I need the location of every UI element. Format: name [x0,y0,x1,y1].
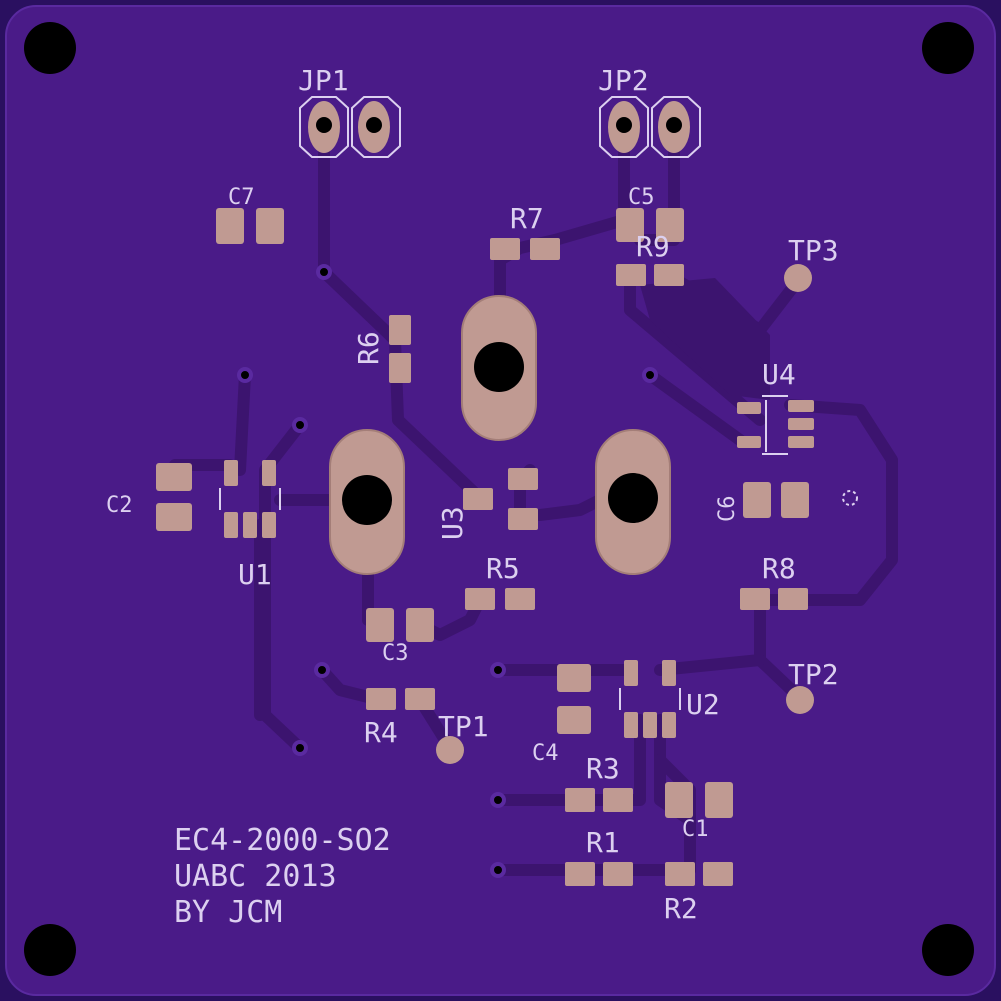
label-c6: C6 [715,496,740,523]
tp3-pad [784,264,812,292]
label-r9: R9 [636,230,670,263]
label-c3: C3 [382,641,409,666]
label-tp2: TP2 [788,658,839,691]
label-r1: R1 [586,826,620,859]
label-c1: C1 [682,817,709,842]
vias [237,264,658,878]
tp2-pad [786,686,814,714]
label-r8: R8 [762,552,796,585]
label-jp2: JP2 [598,64,649,97]
label-tp1: TP1 [438,710,489,743]
test-points [436,264,814,764]
mounting-holes [24,22,974,976]
label-r3: R3 [586,752,620,785]
tp1-pad [436,736,464,764]
label-r5: R5 [486,552,520,585]
large-pads [329,295,671,575]
jumper-jp1[interactable] [299,96,401,158]
label-u2: U2 [686,688,720,721]
mounting-hole-tl [24,22,76,74]
mounting-hole-br [922,924,974,976]
board-author: BY JCM [174,895,282,930]
board-part-number: EC4-2000-SO2 [174,823,391,858]
mounting-hole-tr [922,22,974,74]
smd-pads [156,208,814,886]
board-institution-year: UABC 2013 [174,859,337,894]
mounting-hole-bl [24,924,76,976]
label-c2: C2 [106,493,133,518]
label-c7: C7 [228,185,255,210]
label-u4: U4 [762,358,796,391]
label-c4: C4 [532,741,559,766]
jumper-jp2[interactable] [599,96,701,158]
label-c5: C5 [628,185,655,210]
designators: JP1 JP2 C7 C5 R7 R9 TP3 R6 U4 C2 U3 C6 U… [106,64,839,925]
ic-outlines [219,395,788,710]
board-marking: EC4-2000-SO2 UABC 2013 BY JCM [174,823,391,930]
label-r7: R7 [510,202,544,235]
label-r4: R4 [364,716,398,749]
copper-area [640,278,770,400]
copper-pour [5,5,996,996]
fiducial [842,490,858,506]
label-u3: U3 [436,506,469,540]
label-r6: R6 [352,331,385,365]
label-r2: R2 [664,892,698,925]
label-tp3: TP3 [788,234,839,267]
label-jp1: JP1 [298,64,349,97]
label-u1: U1 [238,558,272,591]
